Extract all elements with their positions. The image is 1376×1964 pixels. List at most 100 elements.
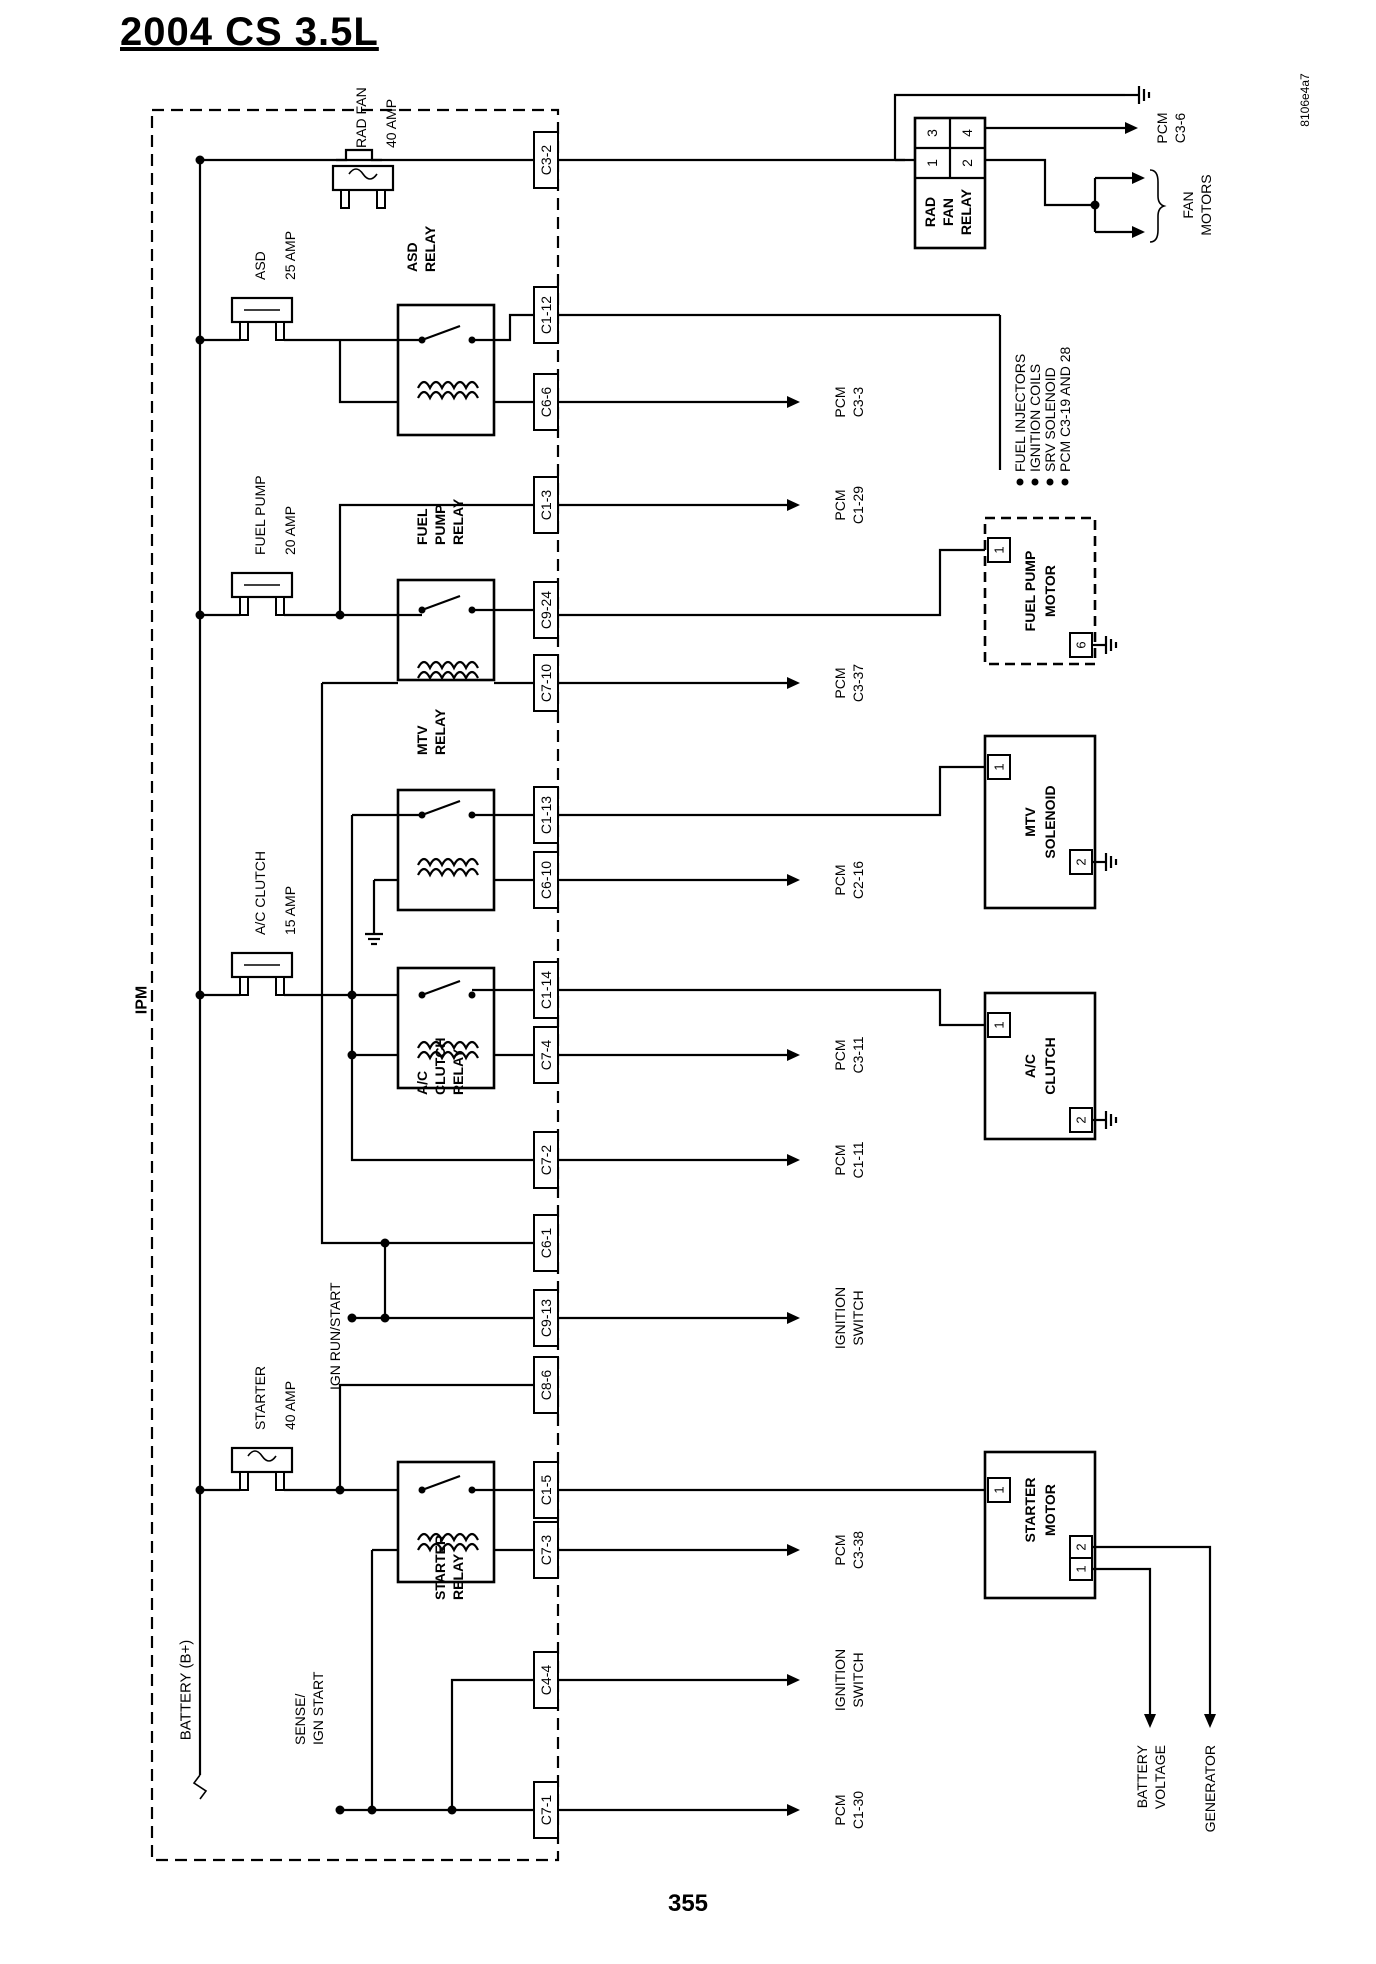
relay-switch-arm [421,594,461,612]
wire-to-mtv-solenoid [558,765,985,817]
fan-motors-label: MOTORS [1198,174,1214,235]
component-pin: 1 [992,1021,1007,1028]
relay-label: FUEL [414,508,430,545]
fuse-leg [239,976,249,996]
destination-label: C1-30 [850,1791,866,1829]
arrow-head [1132,226,1145,238]
page-number: 355 [667,1890,709,1917]
ign-run-start-label: IGN RUN/START [327,1282,343,1390]
splice-dot [195,155,205,165]
relay-coil [417,670,479,681]
wire-generator [1092,1545,1212,1715]
relay-label: CLUTCH [432,1037,448,1095]
wire-to-fuel-pump-motor [558,548,985,617]
connector-label: C1-3 [538,490,554,521]
splice-dot [195,1485,205,1495]
connector-label: C9-13 [538,1299,554,1337]
component-pin-box [987,754,1011,780]
ipm-boundary [150,108,560,1862]
destination-label: PCM [832,864,848,895]
arrow-head [787,874,800,886]
destination-label: C3-37 [850,664,866,702]
arrow-head [787,1804,800,1816]
connector-label: C9-24 [538,591,554,629]
bullet-dot [1046,478,1054,486]
output-label: BATTERY [1134,1744,1150,1808]
fuse-leg [376,189,386,209]
rad-fan-relay-label: FAN [940,198,956,226]
connector-label: C7-2 [538,1145,554,1176]
connector-box [533,286,559,344]
asd-load-label: IGNITION COILS [1027,364,1043,472]
fuse-leg [239,596,249,616]
relay-coil [417,1040,479,1051]
component-label: CLUTCH [1042,1037,1058,1095]
fuse-leg [275,1471,285,1491]
relay-coil [417,1050,479,1061]
component-pin-box [987,1477,1011,1503]
asd-coil-feed [338,340,398,404]
splice-dot [195,990,205,1000]
fuse-icon [230,951,294,996]
battery-label: BATTERY (B+) [178,1640,195,1740]
fan-motors-label: FAN [1180,191,1196,218]
relay-switch-arm [421,1474,461,1492]
relay-label: RELAY [450,1048,466,1095]
relay-switch-arm [421,979,461,997]
relay-box [396,966,496,1090]
component-label: MOTOR [1042,1484,1058,1536]
arrow-head [1204,1714,1216,1728]
fuse-rating: 25 AMP [282,231,298,280]
fuse-leg [239,1471,249,1491]
relay-coil [417,1532,479,1543]
fan-brace [1149,169,1167,243]
relay-box [396,578,496,682]
arrow-head [787,1544,800,1556]
destination-label: IGNITION [832,1287,848,1349]
wire-c1-3 [338,503,534,615]
component-pin: 1 [992,546,1007,553]
wire-battery-voltage [1092,1567,1152,1715]
relay-pin: 4 [959,129,975,137]
fuse-rating: 20 AMP [282,506,298,555]
destination-label: PCM [832,1794,848,1825]
connector-box [533,1356,559,1414]
arrow-head [1132,172,1145,184]
relay-box [396,303,496,437]
connector-label: C3-2 [538,145,554,176]
destination-label: PCM [832,667,848,698]
rad-fan-relay-label: RELAY [958,188,974,235]
relay-label: RELAY [432,708,448,755]
fuse-name: RAD FAN [353,87,369,148]
connector-box [533,1781,559,1839]
arrow-head [787,1312,800,1324]
component-label: FUEL PUMP [1022,551,1038,632]
fuse-icon [331,164,395,209]
wire-c6-1 [320,683,534,1245]
splice-dot [447,1805,457,1815]
connector-label: C7-4 [538,1040,554,1071]
destination-label: PCM [832,489,848,520]
output-label: VOLTAGE [1152,1745,1168,1809]
component-pin: 2 [1074,1116,1089,1123]
ground-symbol [1104,853,1118,871]
arrow-head [1125,122,1138,134]
fuse-rating: 40 AMP [282,1381,298,1430]
relay-contact [468,991,476,999]
relay-switch-arm [421,799,461,817]
rad-fan-relay-label: RAD [922,197,938,227]
arrow-head [787,499,800,511]
connector-label: C6-10 [538,861,554,899]
destination-label: C3-38 [850,1531,866,1569]
arrow-head [787,1674,800,1686]
bullet-dot [1031,478,1039,486]
connector-label: C7-3 [538,1535,554,1566]
relay-coil [417,857,479,868]
destination-label: C3-3 [850,387,866,418]
component-label: SOLENOID [1042,785,1058,858]
connector-box [533,1026,559,1084]
fuse-rating: 15 AMP [282,886,298,935]
bullet-dot [1061,478,1069,486]
fuse-name: FUEL PUMP [252,475,268,555]
connector-box [533,1289,559,1347]
